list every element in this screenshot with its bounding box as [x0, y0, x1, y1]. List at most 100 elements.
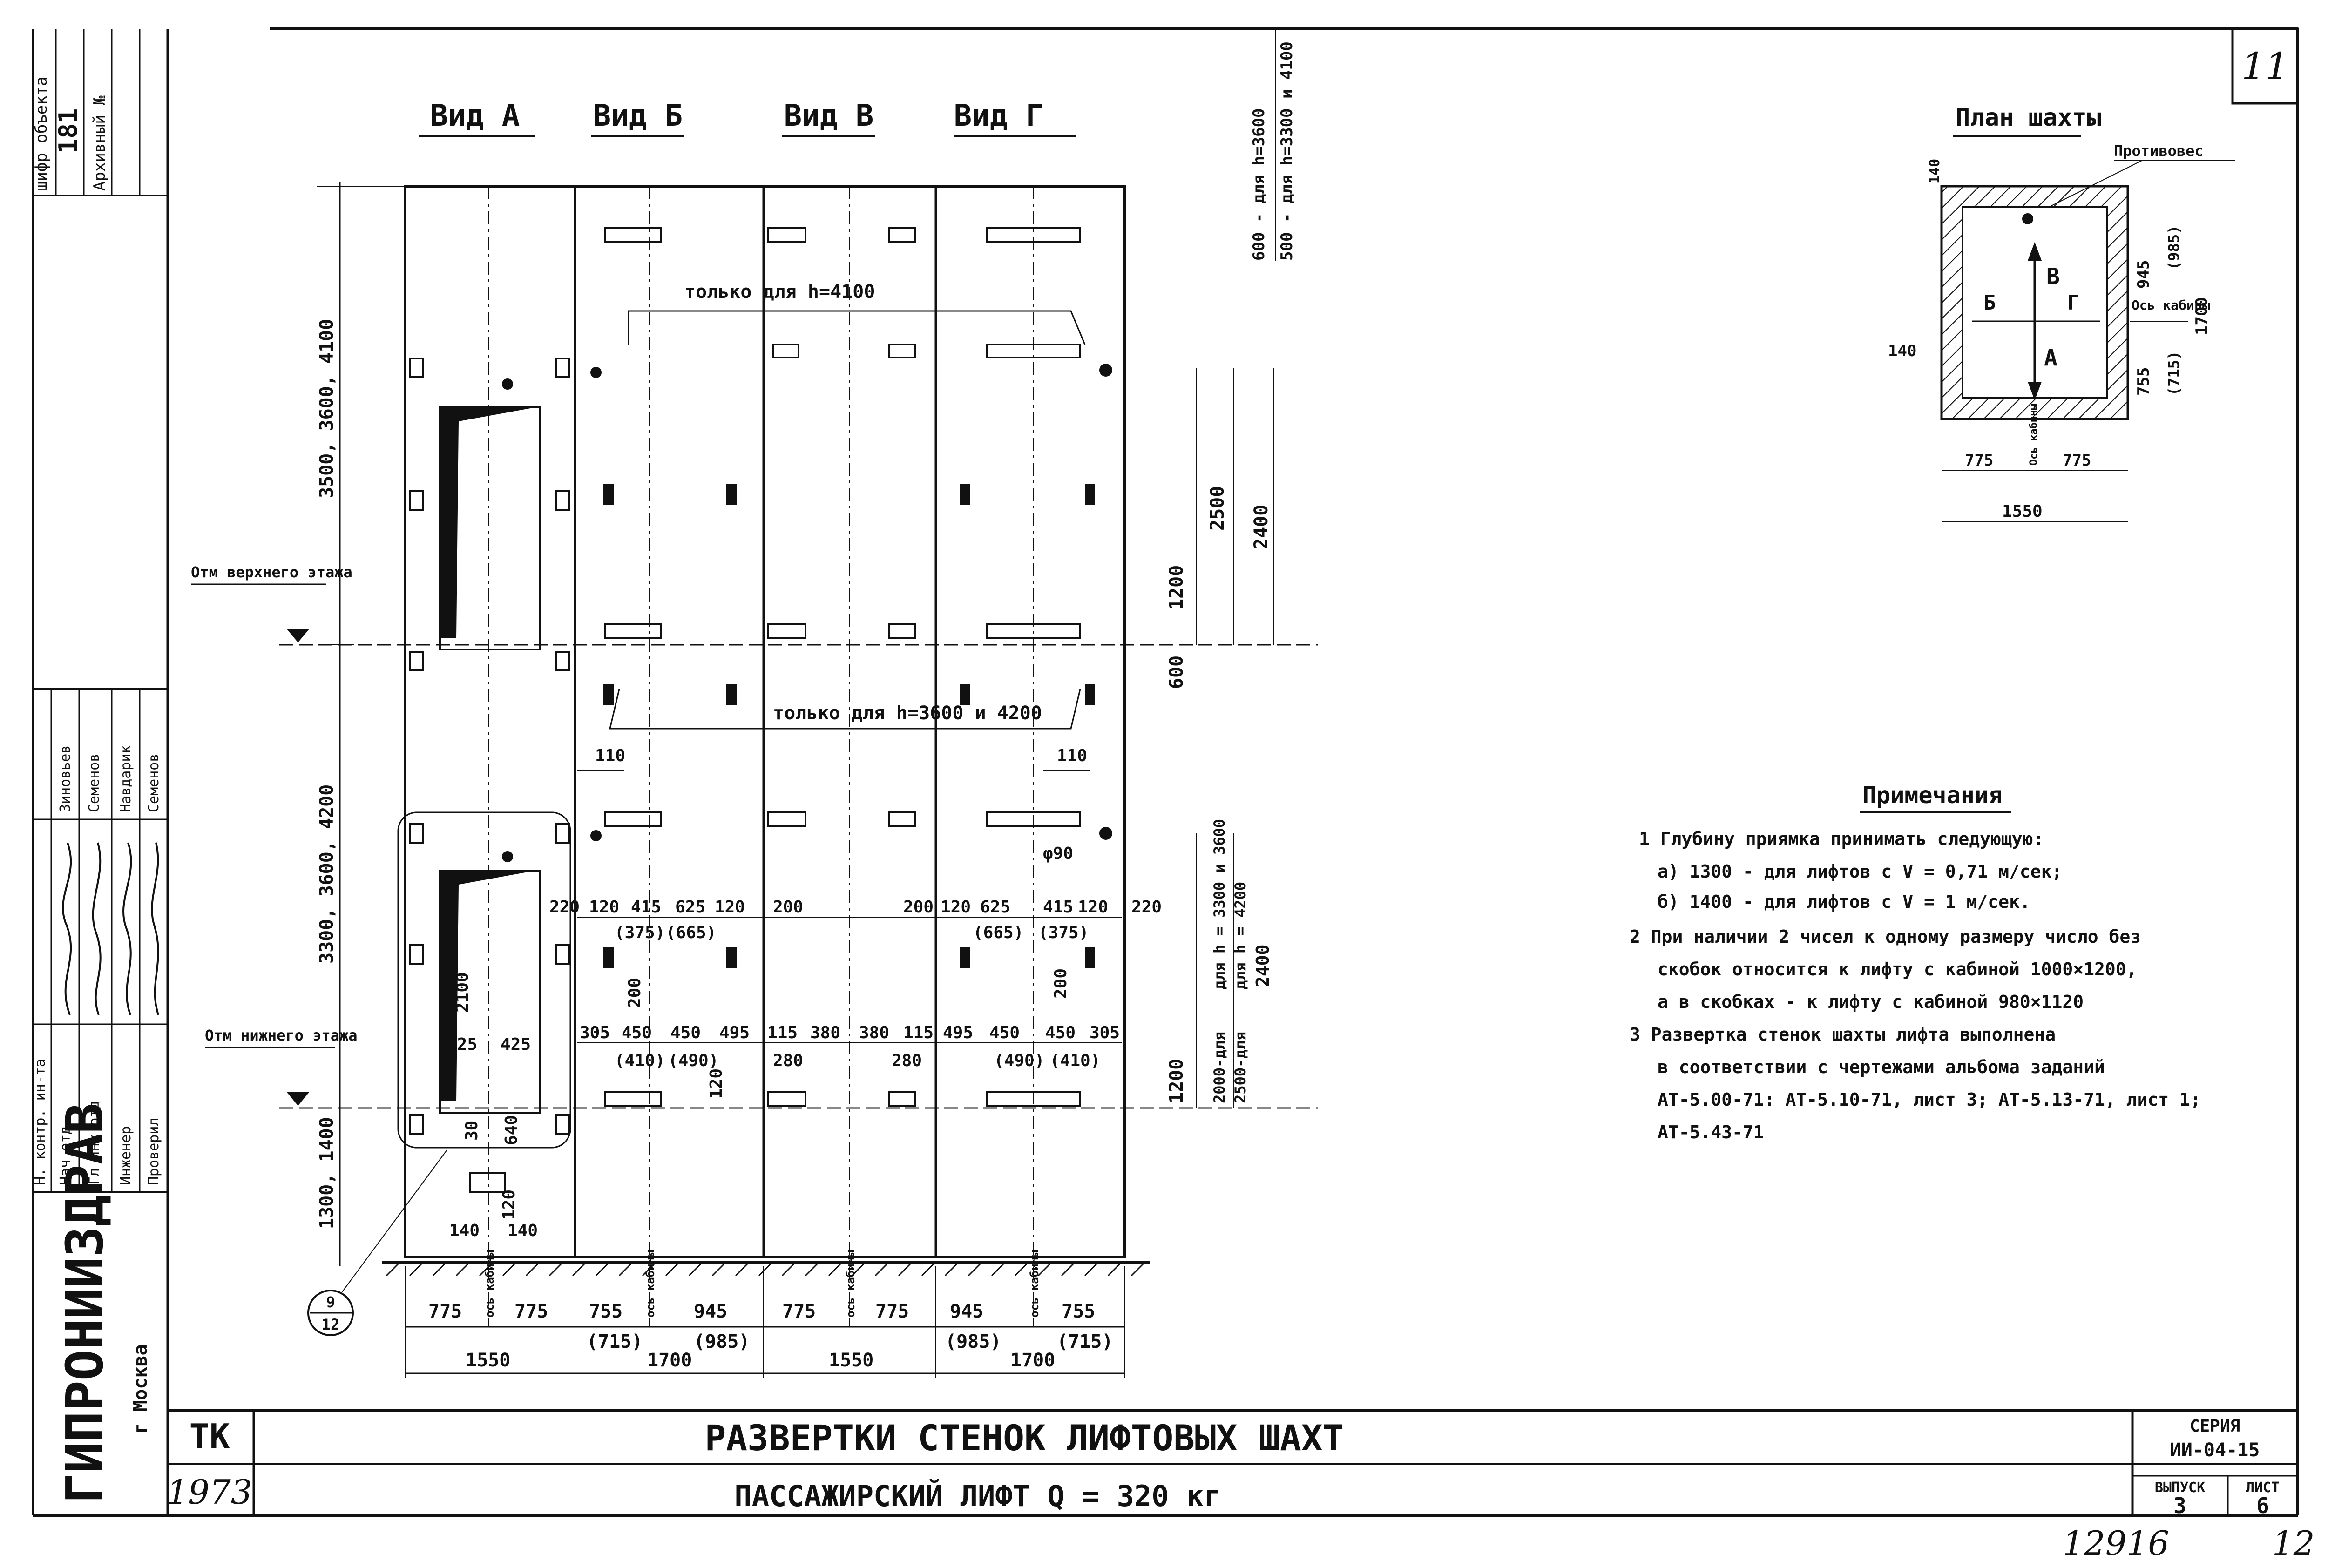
note-line-5: скобок относится к лифту с кабиной 1000×…	[1658, 959, 2137, 980]
stamp-top-strip: Н. контр. ин-та	[32, 1059, 48, 1185]
bottom-axis-1: ось кабины	[483, 1250, 496, 1318]
view-title-g: Вид Г	[954, 99, 1044, 133]
bottom-axis-2: ось кабины	[644, 1250, 657, 1318]
dim-2100: 2100	[453, 972, 472, 1013]
dim-b-4: 495	[719, 1023, 750, 1042]
plan-counterweight-label: Противовес	[2114, 142, 2204, 160]
archive-number-label: Архивный №	[90, 95, 109, 191]
right-dim-2500: 2500	[1207, 486, 1228, 531]
dim-b-7: 380	[859, 1023, 889, 1042]
tb-title-2: ПАССАЖИРСКИЙ ЛИФТ Q = 320 кг	[734, 1479, 1221, 1513]
only-h4100-text: только для h=4100	[684, 281, 875, 303]
org-city: г Москва	[130, 1344, 151, 1434]
anchors	[502, 364, 1112, 968]
dim-30: 30	[462, 1121, 481, 1141]
bottom-seg-7: 945	[950, 1301, 983, 1322]
dim-b-5: 115	[767, 1023, 798, 1042]
tb-issue-label: ВЫПУСК	[2155, 1480, 2205, 1496]
dim-a-br-3: (665)	[973, 923, 1023, 942]
left-dimensions: 3500, 3600, 4100 3300, 3600, 4200 1300, …	[316, 182, 354, 1266]
plan-dim-945: 945	[2134, 260, 2153, 289]
right-dimensions: 2500 2400 1200 600 1200 для h = 3300 и 3…	[1166, 368, 1274, 1108]
view-titles: Вид А Вид Б Вид В Вид Г	[419, 99, 1076, 137]
shaft-plan: План шахты Противовес В А Б Г 140 140 94…	[1888, 104, 2235, 522]
tb-year: 1973	[167, 1473, 252, 1512]
plan-dim-140-top: 140	[1927, 159, 1943, 184]
tb-series-label: СЕРИЯ	[2190, 1417, 2240, 1436]
bottom-seg-2: 775	[514, 1301, 548, 1322]
plan-arrow-v: В	[2046, 264, 2060, 290]
only-h3600-text: только для h=3600 и 4200	[773, 703, 1042, 724]
archive-code: 181	[54, 108, 83, 154]
right-dim-2400b: 2400	[1252, 944, 1273, 987]
dim-a-2: 415	[631, 898, 661, 917]
dim-phi90: φ90	[1043, 844, 1073, 863]
dim-a-br-2: (665)	[666, 923, 716, 942]
role-1: Нач отд	[57, 1126, 74, 1185]
handwritten-number: 12916	[2063, 1524, 2169, 1563]
dim-200-right: 200	[1051, 968, 1070, 999]
tb-title-1: РАЗВЕРТКИ СТЕНОК ЛИФТОВЫХ ШАХТ	[705, 1417, 1344, 1459]
archive-code-label: шифр объекта	[32, 76, 51, 191]
bottom-total-4: 1700	[1010, 1350, 1055, 1371]
bottom-seg-6: 775	[875, 1301, 909, 1322]
dim-140-left: 140	[449, 1221, 480, 1240]
note-line-10: АТ-5.43-71	[1658, 1122, 1764, 1142]
note-line-6: а в скобках - к лифту с кабиной 980×1120	[1658, 992, 2084, 1012]
note-line-7: 3 Развертка стенок шахты лифта выполнена	[1630, 1024, 2056, 1045]
plan-axis-bottom: Ось кабины	[2028, 404, 2040, 466]
dim-b-br-5: (490)	[994, 1051, 1044, 1070]
bottom-total-1: 1550	[466, 1350, 510, 1371]
right-dim-h4200: для h = 4200	[1232, 882, 1249, 989]
plan-arrow-g: Г	[2067, 291, 2080, 315]
left-dim-pit: 1300, 1400	[316, 1117, 338, 1229]
name-2: Семенов	[86, 754, 102, 812]
plan-arrow-a: А	[2044, 345, 2057, 371]
dim-a-7: 120	[941, 898, 971, 917]
dim-b-8: 115	[903, 1023, 934, 1042]
plan-dim-775-right: 775	[2063, 451, 2091, 470]
callout-bottom: 12	[322, 1316, 340, 1333]
right-dim-1200-lower: 1200	[1166, 1059, 1187, 1103]
callout-top: 9	[326, 1293, 335, 1311]
plan-dim-755: 755	[2134, 367, 2153, 396]
notes-title: Примечания	[1862, 782, 2003, 809]
dim-a-br-4: (375)	[1038, 923, 1089, 942]
bottom-seg-8: 755	[1062, 1301, 1095, 1322]
dim-a-6: 200	[903, 898, 934, 917]
note-line-8: в соответствии с чертежами альбома задан…	[1658, 1057, 2105, 1077]
dim-b-10: 450	[989, 1023, 1020, 1042]
sheet-frame	[32, 27, 2299, 1517]
dim-b-br-2: (490)	[668, 1051, 718, 1070]
corner-number: 12	[2272, 1524, 2315, 1563]
note-line-9: АТ-5.00-71: АТ-5.10-71, лист 3; АТ-5.13-…	[1658, 1089, 2201, 1110]
counterweight-lower	[397, 811, 571, 1149]
tb-issue: 3	[2173, 1493, 2186, 1518]
title-block: ТК 1973 РАЗВЕРТКИ СТЕНОК ЛИФТОВЫХ ШАХТ П…	[167, 1409, 2298, 1518]
dim-425-left: 425	[447, 1035, 477, 1054]
plan-dim-715: (715)	[2165, 351, 2183, 396]
dim-b-9: 495	[943, 1023, 973, 1042]
right-dim-2400: 2400	[1251, 505, 1272, 549]
dim-640: 640	[502, 1115, 521, 1145]
dim-140-right: 140	[508, 1221, 538, 1240]
bottom-total-2: 1700	[647, 1350, 692, 1371]
notes: Примечания 1 Глубину приямка принимать с…	[1630, 782, 2201, 1142]
name-1: Зиновьев	[57, 745, 74, 813]
bottom-seg-1: 775	[428, 1301, 462, 1322]
sheet-number: 11	[2241, 45, 2289, 88]
bottom-axis-3: ось кабины	[844, 1250, 857, 1318]
plan-dim-985: (985)	[2165, 225, 2183, 270]
note-line-4: 2 При наличии 2 чисел к одному размеру ч…	[1630, 926, 2141, 947]
view-title-b: Вид Б	[593, 99, 683, 133]
role-3: Инженер	[118, 1126, 134, 1185]
only-h4100-note: только для h=4100	[628, 281, 1086, 345]
signatures	[62, 842, 159, 1015]
dim-b-br-3: 280	[773, 1051, 803, 1070]
brackets	[409, 227, 1081, 1193]
dim-b-1: 305	[580, 1023, 610, 1042]
bottom-dimensions: 775 775 755 945 775 775 945 755 (715) (9…	[405, 1250, 1125, 1378]
plan-dim-140-left: 140	[1888, 342, 1916, 360]
dim-a-10: 120	[1078, 898, 1108, 917]
